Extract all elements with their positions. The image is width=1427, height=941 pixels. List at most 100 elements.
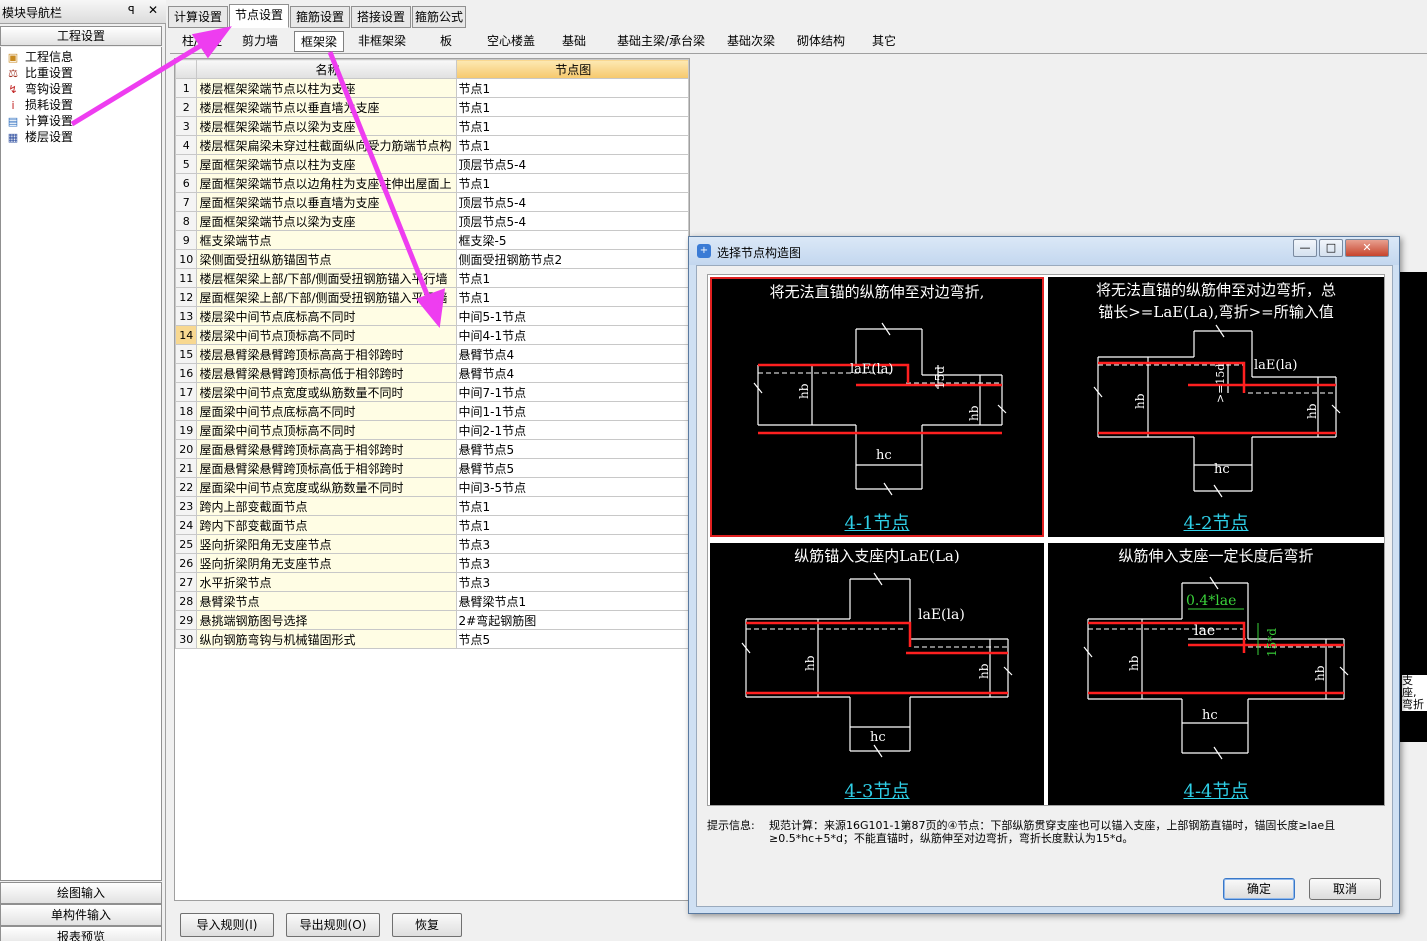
row-name[interactable]: 屋面框架梁端节点以边角柱为支座柱伸出屋面上 <box>196 173 457 193</box>
tab-stirrup-settings[interactable]: 箍筋设置 <box>290 6 350 28</box>
minimize-button[interactable]: — <box>1293 239 1317 257</box>
nav-draw-input[interactable]: 绘图输入 <box>0 882 162 904</box>
row-name[interactable]: 屋面框架梁端节点以垂直墙为支座 <box>196 192 457 212</box>
row-node-value[interactable]: 框支梁-5 <box>455 230 690 250</box>
row-node-value[interactable]: 节点1 <box>455 78 690 98</box>
export-rules-button[interactable]: 导出规则(O) <box>286 913 380 937</box>
row-node-value[interactable]: 节点1 <box>455 268 690 288</box>
header-node-diagram[interactable]: 节点图 <box>455 59 690 79</box>
row-node-value[interactable]: 节点3 <box>455 572 690 592</box>
row-name[interactable]: 楼层框架梁端节点以梁为支座 <box>196 116 457 136</box>
row-name[interactable]: 楼层梁中间节点顶标高不同时 <box>196 325 457 345</box>
row-name[interactable]: 纵向钢筋弯钩与机械锚固形式 <box>196 629 457 649</box>
section-project-settings[interactable]: 工程设置 <box>0 26 162 46</box>
tree-item-hook[interactable]: ↯弯钩设置 <box>5 81 73 97</box>
node-panel-4-2[interactable]: laE(la) >=15d hb hb hc 将无法直锚的纵筋伸至对边弯折，总 … <box>1048 277 1384 537</box>
subtab-shear-wall[interactable]: 剪力墙 <box>241 34 278 48</box>
pin-icon[interactable]: ꟼ <box>128 4 135 17</box>
tree-item-calc[interactable]: ▤计算设置 <box>5 113 73 129</box>
row-name[interactable]: 悬挑端钢筋图号选择 <box>196 610 457 630</box>
subtab-slab[interactable]: 板 <box>439 34 452 48</box>
tab-calc-settings[interactable]: 计算设置 <box>168 6 228 28</box>
tree-item-floor[interactable]: ▦楼层设置 <box>5 129 73 145</box>
header-name[interactable]: 名称 <box>196 59 457 79</box>
row-node-value[interactable]: 节点1 <box>455 116 690 136</box>
row-node-value[interactable]: 节点3 <box>455 553 690 573</box>
subtab-column[interactable]: 柱/墙柱 <box>181 34 223 48</box>
row-name[interactable]: 梁侧面受扭纵筋锚固节点 <box>196 249 457 269</box>
maximize-button[interactable]: □ <box>1319 239 1343 257</box>
row-name[interactable]: 屋面框架梁端节点以梁为支座 <box>196 211 457 231</box>
row-node-value[interactable]: 节点1 <box>455 515 690 535</box>
tree-item-density[interactable]: ⚖比重设置 <box>5 65 73 81</box>
row-node-value[interactable]: 悬臂节点4 <box>455 344 690 364</box>
row-node-value[interactable]: 中间4-1节点 <box>455 325 690 345</box>
row-name[interactable]: 屋面悬臂梁悬臂跨顶标高高于相邻跨时 <box>196 439 457 459</box>
panel-label[interactable]: 4-2节点 <box>1183 513 1249 534</box>
row-node-value[interactable]: 节点1 <box>455 496 690 516</box>
row-name[interactable]: 屋面框架梁上部/下部/侧面受扭钢筋锚入平行墙 <box>196 287 457 307</box>
row-name[interactable]: 屋面悬臂梁悬臂跨顶标高低于相邻跨时 <box>196 458 457 478</box>
row-name[interactable]: 悬臂梁节点 <box>196 591 457 611</box>
row-name[interactable]: 楼层框架梁端节点以柱为支座 <box>196 78 457 98</box>
row-node-value[interactable]: 节点1 <box>455 97 690 117</box>
subtab-masonry[interactable]: 砌体结构 <box>796 34 845 48</box>
row-name[interactable]: 竖向折梁阴角无支座节点 <box>196 553 457 573</box>
row-node-value[interactable]: 悬臂节点5 <box>455 458 690 478</box>
panel-label[interactable]: 4-4节点 <box>1183 781 1249 802</box>
row-name[interactable]: 楼层框架梁上部/下部/侧面受扭钢筋锚入平行墙 <box>196 268 457 288</box>
row-node-value[interactable]: 顶层节点5-4 <box>455 192 690 212</box>
tab-lap-settings[interactable]: 搭接设置 <box>351 6 411 28</box>
row-node-value[interactable]: 中间2-1节点 <box>455 420 690 440</box>
nav-single-input[interactable]: 单构件输入 <box>0 904 162 926</box>
row-name[interactable]: 屋面框架梁端节点以柱为支座 <box>196 154 457 174</box>
row-name[interactable]: 楼层悬臂梁悬臂跨顶标高低于相邻跨时 <box>196 363 457 383</box>
subtab-frame-beam[interactable]: 框架梁 <box>294 31 344 52</box>
row-name[interactable]: 水平折梁节点 <box>196 572 457 592</box>
tab-node-settings[interactable]: 节点设置 <box>229 4 289 28</box>
row-name[interactable]: 楼层框架扁梁未穿过柱截面纵向受力筋端节点构 <box>196 135 457 155</box>
row-node-value[interactable]: 节点3 <box>455 534 690 554</box>
row-node-value[interactable]: 悬臂梁节点1 <box>455 591 690 611</box>
row-name[interactable]: 楼层梁中间节点底标高不同时 <box>196 306 457 326</box>
row-node-value[interactable]: 悬臂节点5 <box>455 439 690 459</box>
subtab-foundation-main-beam[interactable]: 基础主梁/承台梁 <box>616 34 706 48</box>
row-node-value[interactable]: 节点1 <box>455 173 690 193</box>
subtab-hollow-floor[interactable]: 空心楼盖 <box>486 34 535 48</box>
row-name[interactable]: 框支梁端节点 <box>196 230 457 250</box>
cancel-button[interactable]: 取消 <box>1309 878 1381 900</box>
row-name[interactable]: 屋面梁中间节点宽度或纵筋数量不同时 <box>196 477 457 497</box>
node-panel-4-3[interactable]: laE(la) hb hb hc 纵筋锚入支座内LaE(La) 4-3节点 <box>710 543 1044 805</box>
subtab-foundation-sec-beam[interactable]: 基础次梁 <box>726 34 775 48</box>
tree-item-project-info[interactable]: ▣工程信息 <box>5 49 73 65</box>
close-button[interactable]: ✕ <box>1345 239 1389 257</box>
row-node-value[interactable]: 顶层节点5-4 <box>455 154 690 174</box>
import-rules-button[interactable]: 导入规则(I) <box>180 913 274 937</box>
subtab-nonframe-beam[interactable]: 非框架梁 <box>357 34 406 48</box>
row-name[interactable]: 楼层梁中间节点宽度或纵筋数量不同时 <box>196 382 457 402</box>
row-node-value[interactable]: 中间5-1节点 <box>455 306 690 326</box>
row-name[interactable]: 跨内下部变截面节点 <box>196 515 457 535</box>
panel-label[interactable]: 4-1节点 <box>844 513 910 534</box>
ok-button[interactable]: 确定 <box>1223 878 1295 900</box>
panel-label[interactable]: 4-3节点 <box>844 781 910 802</box>
